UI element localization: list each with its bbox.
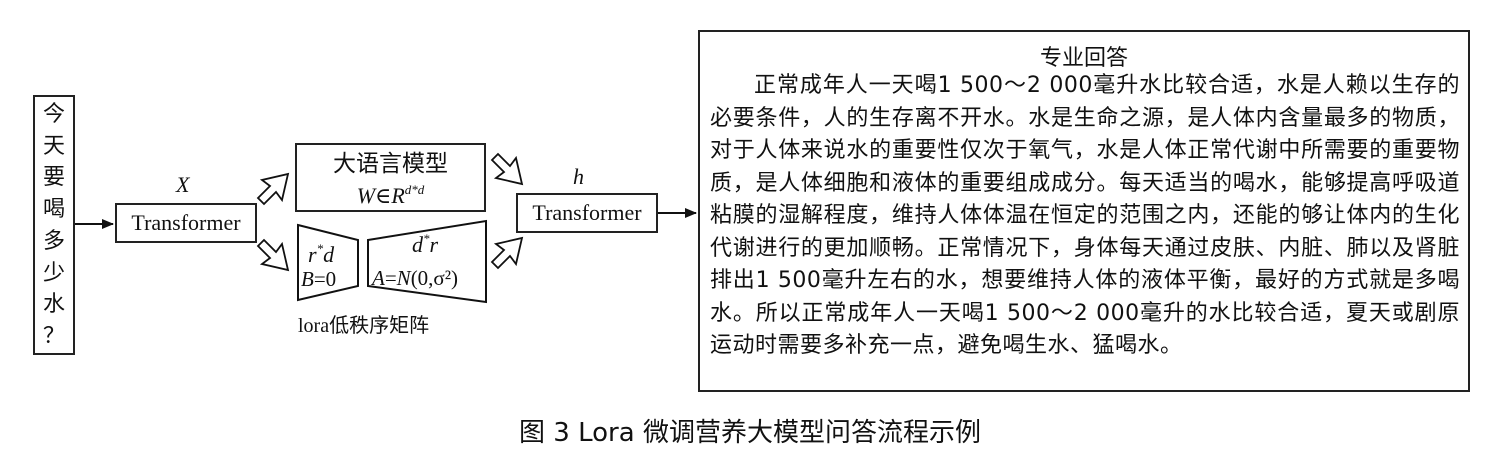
lora-b-sym: B [301,267,314,291]
lora-a-rest: (0,σ²) [410,266,459,290]
answer-body: 正常成年人一天喝1 500～2 000毫升水比较合适，水是人赖以生存的必要条件，… [710,73,1460,358]
llm-weight: W∈Rd*d [297,183,484,207]
lora-b-dims: r*d [308,242,334,266]
question-char: 要 [42,164,65,190]
lora-b-rest: =0 [313,267,337,291]
question-char: 多 [42,227,65,253]
lora-a-dim-b: r [429,232,439,257]
lora-a-dims: d*r [412,232,438,256]
transformer-output-box: Transformer [516,193,658,233]
lora-b-dim-a: r [308,242,317,267]
lora-matrix-label: lora低秩序矩阵 [298,315,430,337]
block-arrow-lora-to-transformer [490,236,524,270]
lora-b-dim-star: * [316,241,324,256]
question-char: 天 [42,132,65,158]
llm-weight-sup: d*d [404,182,425,197]
llm-weight-base: W∈R [356,183,405,208]
lora-a-n: N [396,266,411,290]
question-char: 今 [42,101,65,126]
llm-box: 大语言模型 W∈Rd*d [295,143,486,212]
answer-title: 专业回答 [1039,46,1128,71]
llm-title: 大语言模型 [333,151,448,177]
transformer-input-label: Transformer [131,210,241,235]
input-symbol: X [176,172,190,197]
block-arrow-to-llm [256,172,290,206]
question-char: 少 [42,259,65,285]
answer-box: 专业回答 正常成年人一天喝1 500～2 000毫升水比较合适，水是人赖以生存的… [698,30,1470,392]
figure-caption: 图 3 Lora 微调营养大模型问答流程示例 [519,418,981,448]
lora-matrix-b [297,223,359,302]
lora-a-eq: = [384,266,397,290]
block-arrow-to-lora [256,238,290,272]
lora-a-dim-star: * [423,231,430,246]
lora-a-init: A=N(0,σ²) [372,268,458,289]
transformer-input-box: Transformer [115,203,257,243]
question-box: 今 天 要 喝 多 少 水 ？ [33,95,75,355]
question-char: 水 [42,291,65,317]
question-char: 喝 [42,196,65,222]
lora-a-dim-a: d [412,232,423,257]
lora-matrix-a [367,219,487,304]
lora-a-sym: A [372,266,385,290]
lora-b-dim-b: d [323,242,335,267]
lora-b-init: B=0 [301,269,336,290]
output-symbol: h [573,164,584,189]
transformer-output-label: Transformer [532,200,642,225]
question-char: ？ [42,322,65,348]
block-arrow-llm-to-transformer [490,152,524,186]
